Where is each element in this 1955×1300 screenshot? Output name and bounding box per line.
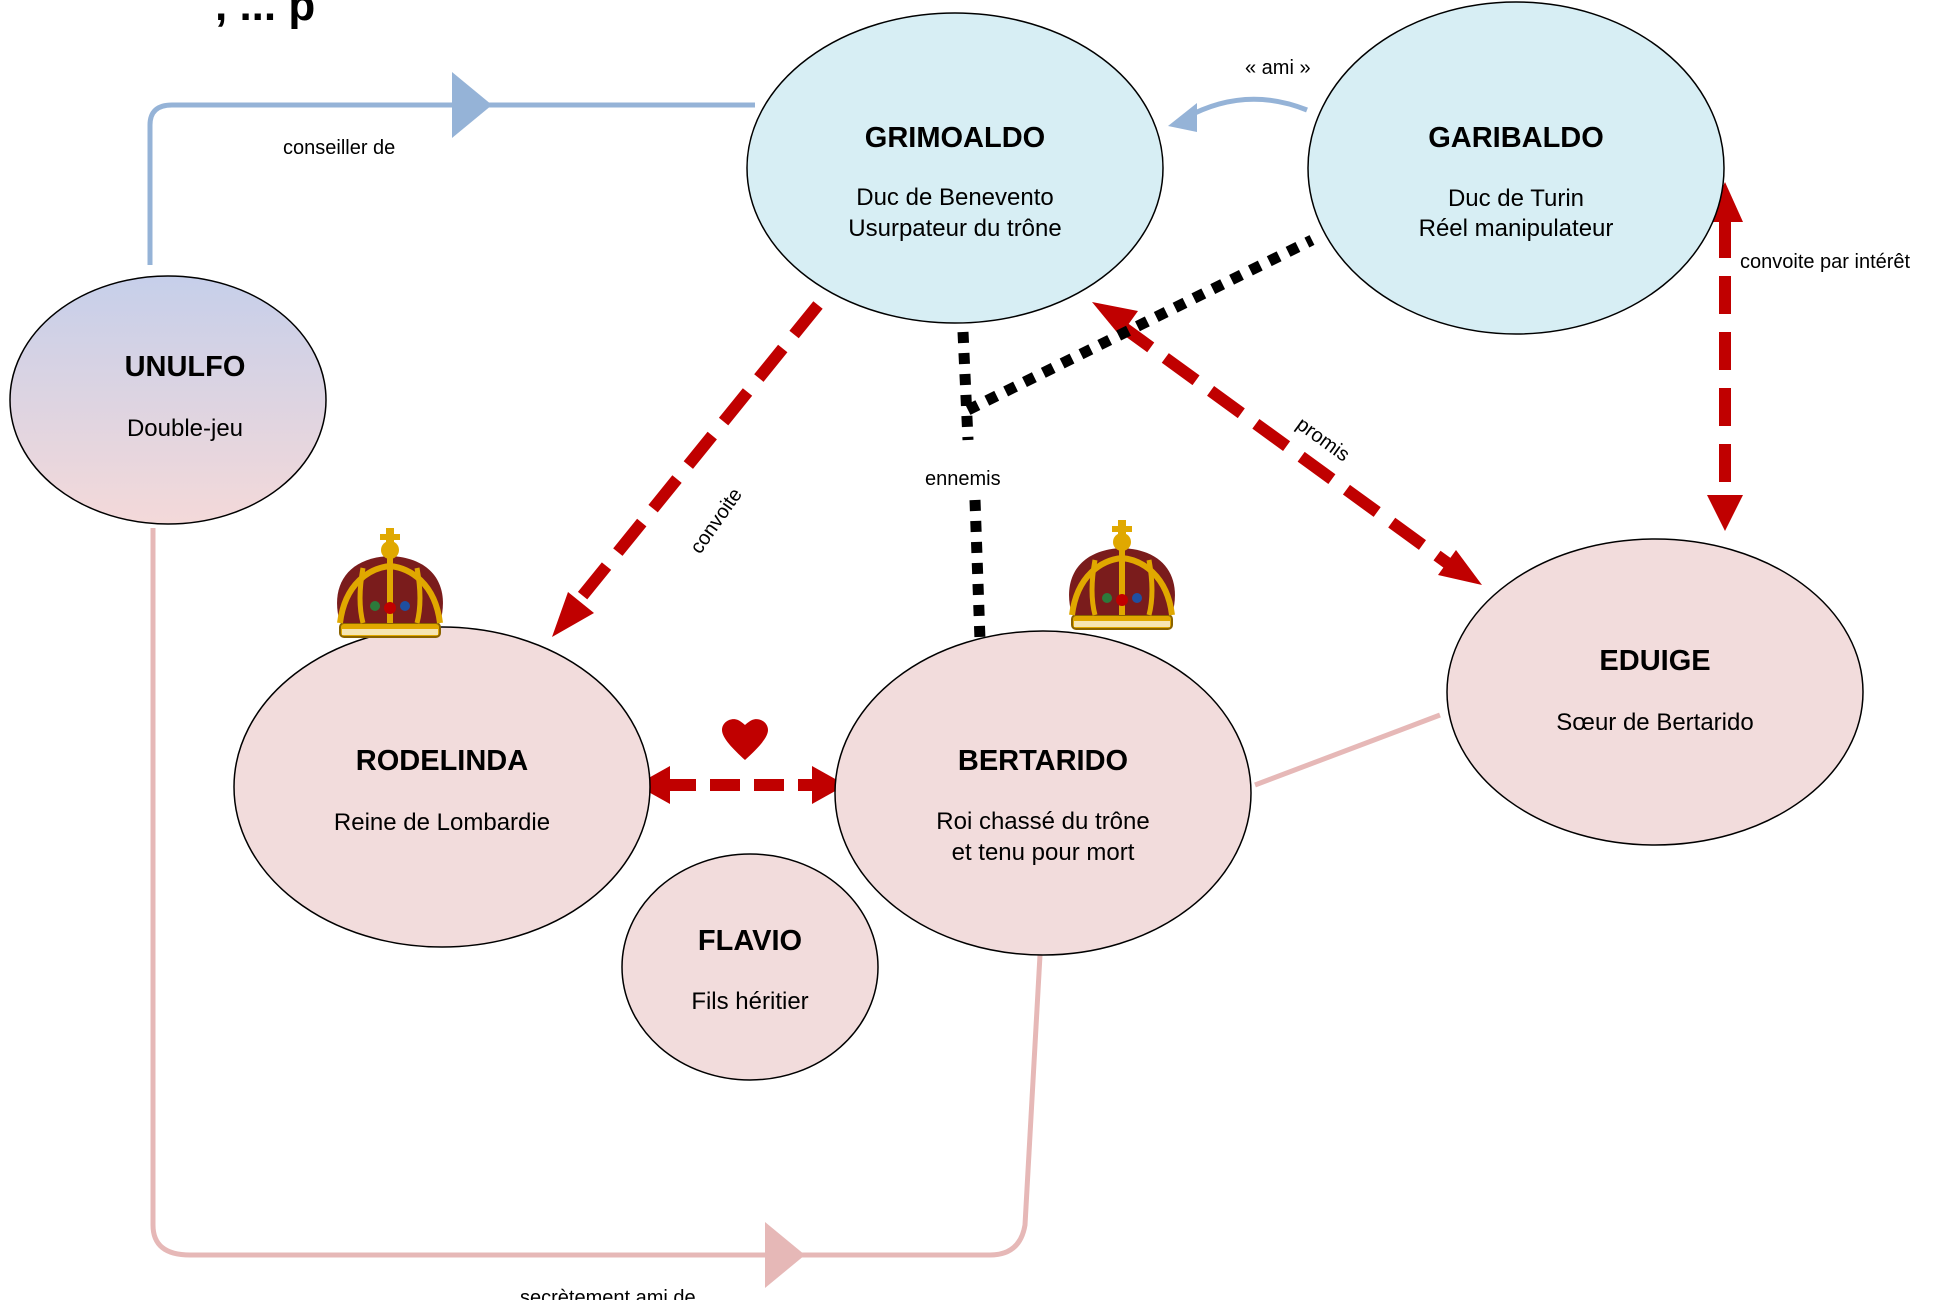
node-eduige: EDUIGE Sœur de Bertarido	[1446, 538, 1864, 846]
node-rodelinda-name: RODELINDA	[356, 745, 528, 777]
node-flavio-line1: Fils héritier	[691, 988, 808, 1015]
node-rodelinda: RODELINDA Reine de Lombardie	[233, 626, 651, 948]
edge-convoite-label: convoite	[686, 484, 747, 558]
edge-bertarido-eduige-line	[1254, 712, 1441, 788]
edge-ami-label: « ami »	[1245, 57, 1311, 79]
node-garibaldo: GARIBALDO Duc de Turin Réel manipulateur	[1307, 1, 1725, 335]
edge-promis-arrowhead-end	[1438, 550, 1482, 585]
node-bertarido-line1: Roi chassé du trône	[936, 808, 1149, 835]
page-title-fragment: , ... p	[215, 0, 315, 30]
edge-promis-arrowhead-start	[1092, 302, 1138, 336]
node-unulfo-line1: Double-jeu	[127, 415, 243, 442]
edge-convoite-line	[570, 301, 823, 609]
node-bertarido-line2: et tenu pour mort	[952, 839, 1135, 866]
edge-secretement-label: secrètement ami de	[520, 1287, 696, 1300]
edge-secretement-line	[150, 528, 1043, 1258]
crown-icon	[1069, 520, 1175, 630]
edge-love-arrowhead-right	[812, 766, 846, 804]
edge-ami-arrowhead	[1168, 103, 1197, 132]
node-unulfo-name: UNULFO	[125, 351, 246, 383]
edge-promis-line	[1116, 320, 1454, 570]
edge-ennemis-label: ennemis	[925, 468, 1001, 490]
edge-conseiller-arrowhead	[452, 72, 492, 138]
edge-convoite-interet-arrowhead-bottom	[1707, 495, 1743, 531]
edge-convoite-arrowhead	[552, 592, 594, 637]
node-flavio: FLAVIO Fils héritier	[621, 853, 879, 1081]
crown-icon	[337, 528, 443, 638]
node-garibaldo-name: GARIBALDO	[1428, 122, 1604, 154]
node-eduige-name: EDUIGE	[1599, 645, 1710, 677]
node-rodelinda-line1: Reine de Lombardie	[334, 809, 550, 836]
node-bertarido: BERTARIDO Roi chassé du trône et tenu po…	[834, 630, 1252, 956]
node-garibaldo-line1: Duc de Turin	[1448, 185, 1584, 212]
node-grimoaldo-line1: Duc de Benevento	[856, 184, 1053, 211]
node-grimoaldo: GRIMOALDO Duc de Benevento Usurpateur du…	[746, 12, 1164, 324]
edge-ami-line	[1183, 96, 1308, 121]
node-grimoaldo-name: GRIMOALDO	[865, 122, 1045, 154]
edge-secretement-arrowhead	[765, 1222, 805, 1288]
edge-conseiller-label: conseiller de	[283, 137, 395, 159]
node-bertarido-name: BERTARIDO	[958, 745, 1128, 777]
heart-icon	[722, 719, 768, 760]
node-garibaldo-line2: Réel manipulateur	[1419, 215, 1614, 242]
node-eduige-line1: Sœur de Bertarido	[1556, 709, 1753, 736]
edge-conseiller-line	[147, 102, 755, 265]
edge-ennemis-line	[957, 235, 1315, 641]
node-grimoaldo-line2: Usurpateur du trône	[848, 215, 1061, 242]
node-flavio-name: FLAVIO	[698, 925, 802, 957]
edge-convoite-interet-label: convoite par intérêt	[1740, 251, 1911, 273]
edge-love-arrowhead-left	[636, 766, 670, 804]
node-unulfo: UNULFO Double-jeu	[9, 275, 327, 525]
